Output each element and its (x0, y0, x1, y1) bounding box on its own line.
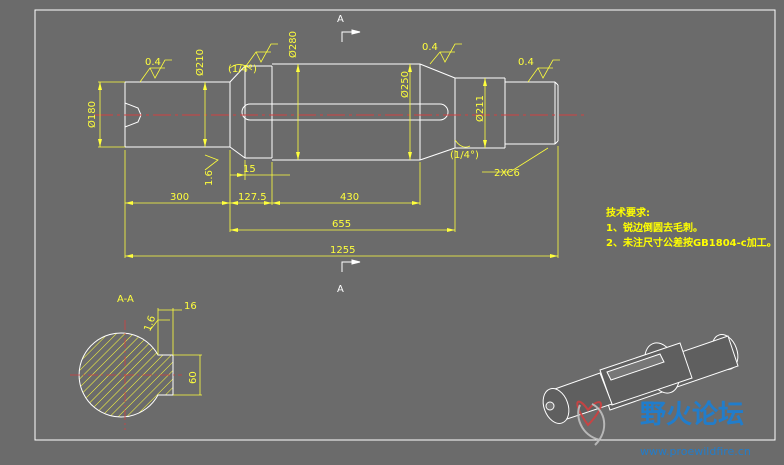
section-view-label: A-A (117, 294, 134, 305)
shaft-outline (124, 63, 559, 161)
roughness-value-3: 0.4 (518, 57, 534, 68)
tech-notes-title: 技术要求: (606, 206, 650, 219)
dim-127-5: 127.5 (238, 192, 267, 203)
dim-chamfer: 2XC6 (494, 168, 520, 179)
dimension-lines (98, 51, 559, 258)
section-marker-bottom (341, 259, 361, 272)
dim-dia-180: Ø180 (86, 101, 98, 128)
section-dim-roughness: 1.6 (142, 314, 158, 333)
roughness-value-1: 0.4 (145, 57, 161, 68)
angle-label-right: (1/4°) (450, 150, 479, 161)
watermark-logo: 野火论坛 www.proewildfire.cn (576, 400, 751, 458)
dim-300: 300 (170, 192, 189, 203)
tech-note-2: 2、未注尺寸公差按GB1804-c加工。 (606, 236, 777, 249)
dim-655: 655 (332, 219, 351, 230)
dim-dia-250: Ø250 (399, 71, 411, 98)
roughness-symbols (149, 43, 560, 79)
isometric-shaft-view (542, 334, 739, 424)
angle-label-left: (1/4°) (228, 64, 257, 75)
dim-dia-210: Ø210 (194, 49, 206, 76)
dim-roughness-1-6: 1.6 (204, 170, 215, 186)
dim-dia-280: Ø280 (287, 31, 299, 58)
dim-dia-211: Ø211 (474, 95, 486, 122)
section-marker-label-top: A (337, 14, 344, 25)
roughness-value-2: 0.4 (422, 42, 438, 53)
section-view (70, 320, 182, 430)
section-dim-key-depth: 60 (188, 371, 199, 384)
watermark-text-cn: 野火论坛 (640, 400, 744, 430)
dim-430: 430 (340, 192, 359, 203)
section-dim-key-width: 16 (184, 301, 197, 312)
section-marker-top (341, 29, 361, 42)
section-view-dimensions (149, 308, 202, 396)
drawing-frame (34, 9, 776, 441)
section-marker-label-bottom: A (337, 284, 344, 295)
dim-1255: 1255 (330, 245, 355, 256)
dim-15: 15 (243, 164, 256, 175)
arrowheads (98, 64, 558, 258)
watermark-url: www.proewildfire.cn (640, 445, 751, 458)
tech-note-1: 1、锐边倒圆去毛刺。 (606, 221, 703, 234)
